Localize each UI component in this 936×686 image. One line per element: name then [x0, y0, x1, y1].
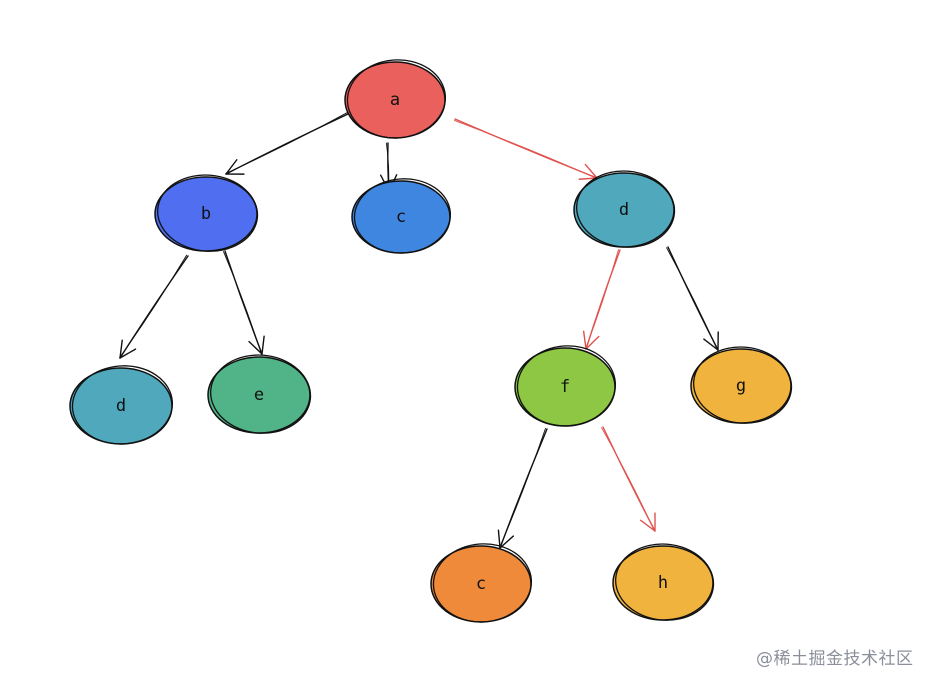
arrowhead: [119, 339, 137, 359]
edge-n_d1-to-n_g: [666, 246, 719, 351]
arrowhead: [225, 159, 245, 175]
node-outline-sketch: [353, 178, 452, 254]
node-outline-sketch: [210, 354, 312, 434]
edge-n_b-to-n_d2: [119, 254, 189, 359]
node-h: h: [612, 543, 715, 621]
edge-n_d1-to-n_f-highlighted: [582, 249, 621, 350]
node-outline-sketch: [615, 543, 715, 621]
node-label: c: [396, 207, 406, 227]
node-e: e: [207, 354, 312, 434]
nodes-layer: a b c d d e f g c h: [69, 59, 793, 623]
node-label: e: [254, 385, 264, 405]
node-label: d: [116, 396, 126, 416]
arrowhead: [639, 512, 656, 532]
node-g: g: [690, 346, 793, 424]
node-b: b: [154, 174, 259, 252]
node-a: a: [344, 59, 447, 139]
node-d1: d: [573, 170, 676, 248]
node-label: a: [390, 90, 400, 110]
node-f: f: [514, 345, 617, 427]
node-outline-sketch: [693, 346, 793, 424]
edge-line: [223, 251, 262, 355]
node-d2: d: [69, 365, 174, 445]
node-outline-sketch: [576, 170, 676, 248]
edge-n_f-to-n_h-highlighted: [601, 426, 656, 532]
edge-line: [499, 427, 546, 549]
arrowhead: [703, 331, 719, 351]
edge-line: [585, 249, 619, 350]
node-label: b: [201, 204, 211, 224]
node-outline-sketch: [346, 59, 447, 139]
edge-line: [453, 120, 598, 179]
node-label: d: [619, 200, 629, 220]
edge-line: [225, 112, 348, 175]
edge-n_f-to-n_c2: [497, 427, 548, 549]
edge-line: [119, 254, 188, 359]
edges-layer: [119, 112, 719, 549]
edge-line: [601, 427, 656, 532]
node-label: f: [560, 377, 570, 397]
arrowhead: [248, 335, 265, 355]
watermark: @稀土掘金技术社区: [756, 649, 914, 669]
node-outline-sketch: [516, 345, 617, 427]
node-outline-sketch: [432, 543, 533, 623]
node-outline-sketch: [157, 174, 259, 252]
node-outline-sketch: [71, 365, 174, 445]
node-label: c: [476, 574, 486, 594]
node-label: h: [658, 573, 668, 593]
edge-n_b-to-n_e: [223, 250, 265, 355]
node-c2: c: [430, 543, 533, 623]
edge-n_a-to-n_d1-highlighted: [453, 118, 598, 180]
edge-n_a-to-n_b: [225, 112, 349, 175]
node-c1: c: [351, 178, 452, 254]
edge-line: [666, 247, 719, 351]
node-label: g: [736, 376, 746, 396]
